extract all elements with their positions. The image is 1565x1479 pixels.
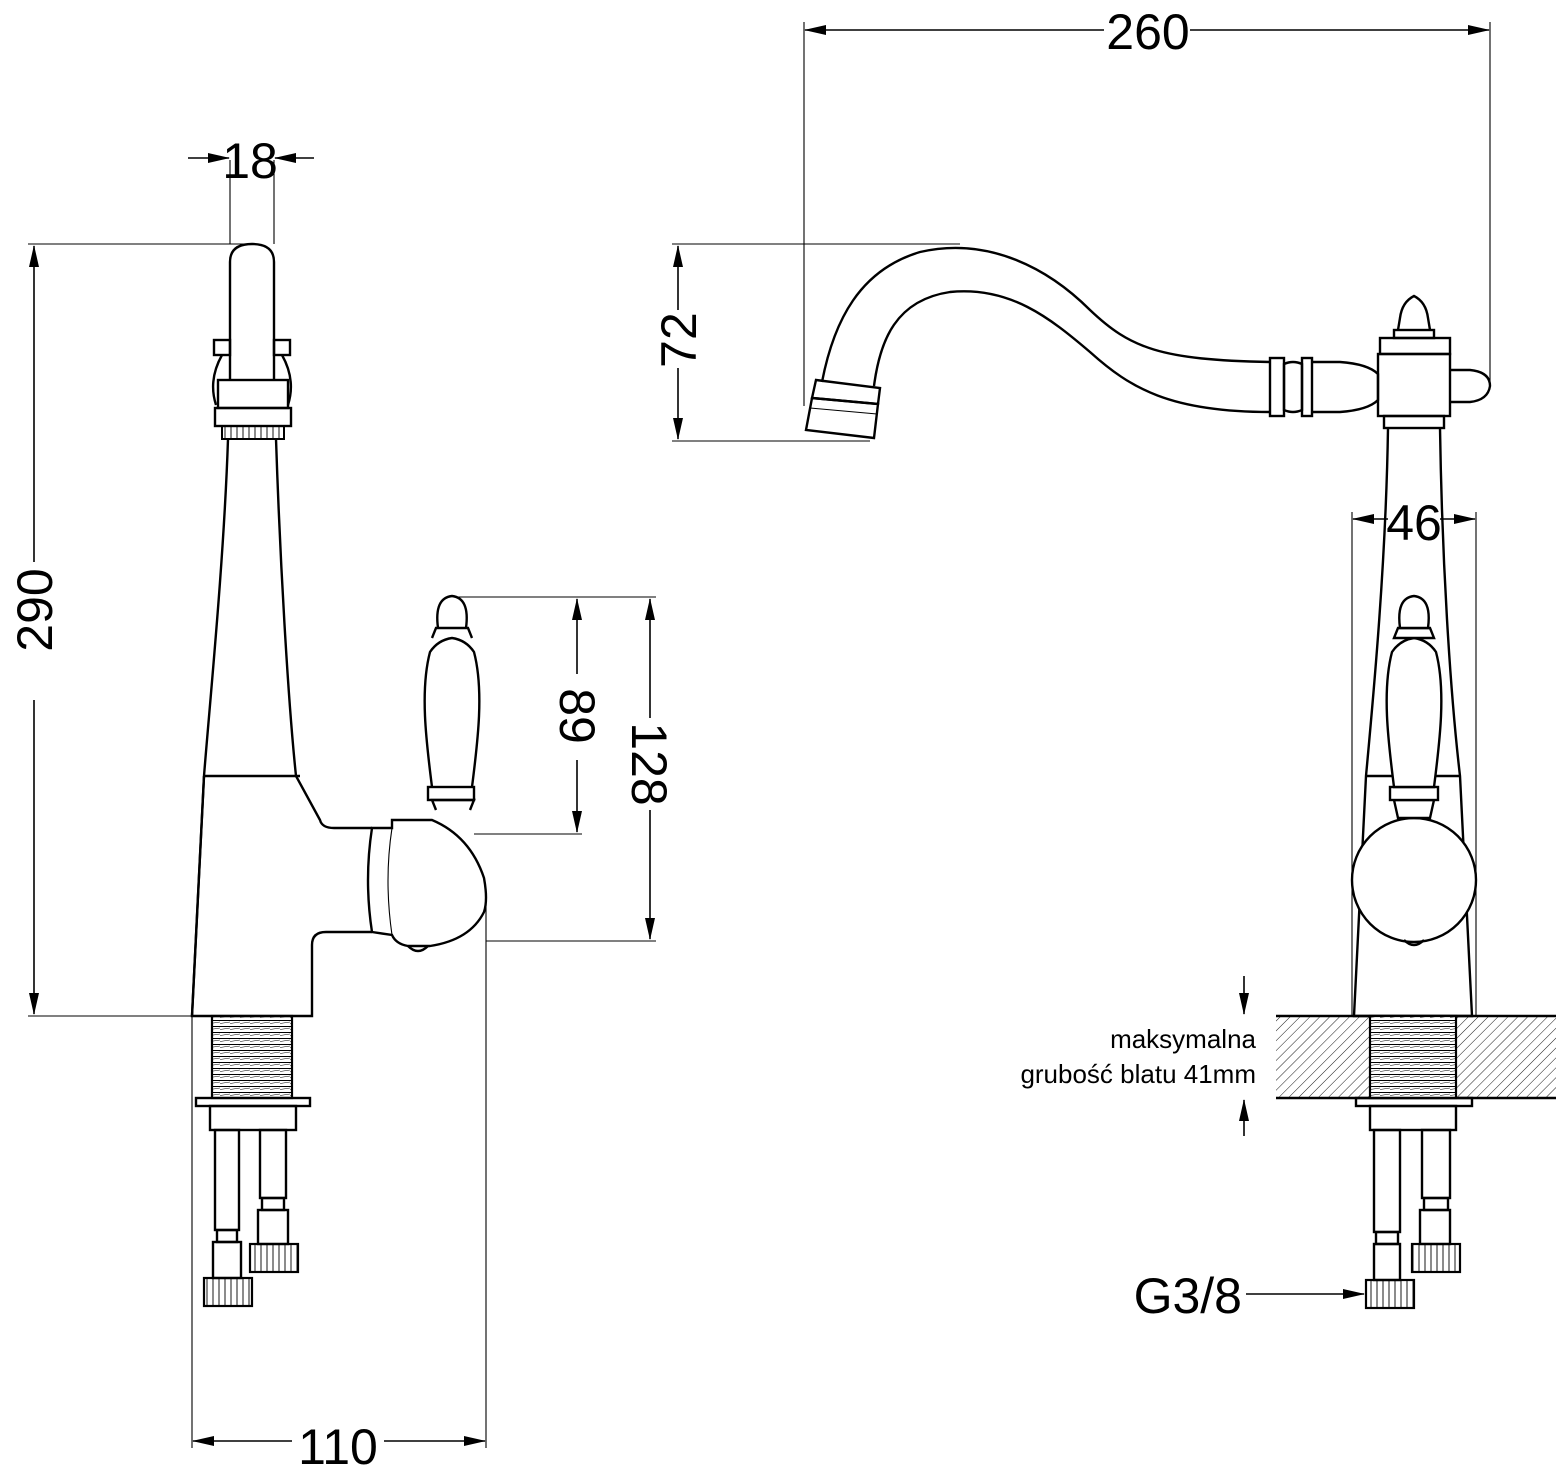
front-supply-hoses <box>1364 1128 1462 1310</box>
dim-72: 72 <box>651 243 960 442</box>
dim-thickness: maksymalna grubość blatu 41mm <box>1020 976 1257 1136</box>
dim-128: 128 <box>486 598 677 942</box>
side-lever <box>423 594 481 811</box>
dim-46-label: 46 <box>1386 495 1442 551</box>
front-finial <box>1376 294 1492 430</box>
dim-18: 18 <box>188 133 314 244</box>
front-lever <box>1385 594 1443 820</box>
side-body <box>190 438 372 1018</box>
dim-89: 89 <box>454 596 656 835</box>
side-supply-hoses <box>202 1128 300 1308</box>
front-view: 260 72 46 maksymalna grubość blatu 41mm <box>651 4 1556 1324</box>
side-aerator <box>213 378 293 440</box>
front-handle-hub <box>1350 816 1478 944</box>
front-spout <box>820 246 1271 414</box>
side-spout-pipe <box>228 242 276 380</box>
thickness-note-line1: maksymalna <box>1110 1024 1256 1054</box>
dim-260: 260 <box>803 4 1491 406</box>
side-spout-clip <box>211 338 293 406</box>
front-aerator <box>804 378 882 440</box>
dim-72-label: 72 <box>651 312 707 368</box>
front-spout-collar <box>1268 356 1380 418</box>
dim-260-label: 260 <box>1106 4 1189 60</box>
dim-290: 290 <box>7 243 252 1017</box>
dim-connector: G3/8 <box>1134 1268 1365 1324</box>
dim-290-label: 290 <box>7 568 63 651</box>
dim-18-label: 18 <box>222 133 278 189</box>
connector-label: G3/8 <box>1134 1268 1242 1324</box>
side-thread-shank <box>210 1014 294 1100</box>
dim-128-label: 128 <box>621 722 677 805</box>
dim-110: 110 <box>191 900 487 1475</box>
side-view: 18 290 110 89 <box>7 133 677 1475</box>
side-handle-hub <box>366 818 488 948</box>
dim-46: 46 <box>1351 495 1477 1016</box>
thickness-note-line2: grubość blatu 41mm <box>1020 1059 1256 1089</box>
dim-110-label: 110 <box>298 1419 378 1475</box>
dim-89-label: 89 <box>549 688 605 744</box>
